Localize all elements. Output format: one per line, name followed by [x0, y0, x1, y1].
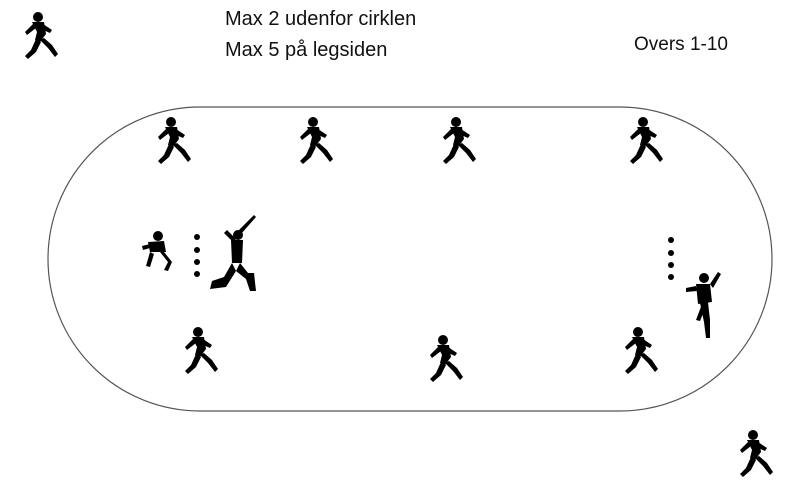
- fielder-bottom-3: [625, 327, 658, 374]
- fielder-bottom-2: [430, 335, 463, 382]
- bowler-figure: [686, 272, 721, 338]
- batsman-figure: [210, 215, 256, 291]
- overs-label: Overs 1-10: [634, 34, 728, 55]
- rule-max-legside: Max 5 på legsiden: [225, 39, 388, 61]
- fielder-top-3: [443, 117, 476, 164]
- rule-max-outside-circle: Max 2 udenfor cirklen: [225, 8, 417, 30]
- fielder-outside-bottom-right: [740, 430, 773, 477]
- fielder-top-4: [630, 117, 663, 164]
- field-boundary: [47, 106, 773, 412]
- fielder-top-2: [300, 117, 333, 164]
- pitch-markers-batting-end: [194, 234, 200, 277]
- pitch-markers-bowling-end: [668, 237, 674, 280]
- fielder-top-1: [158, 117, 191, 164]
- fielder-outside-top-left: [25, 12, 58, 59]
- fielder-bottom-1: [185, 327, 218, 374]
- wicketkeeper-figure: [142, 231, 172, 271]
